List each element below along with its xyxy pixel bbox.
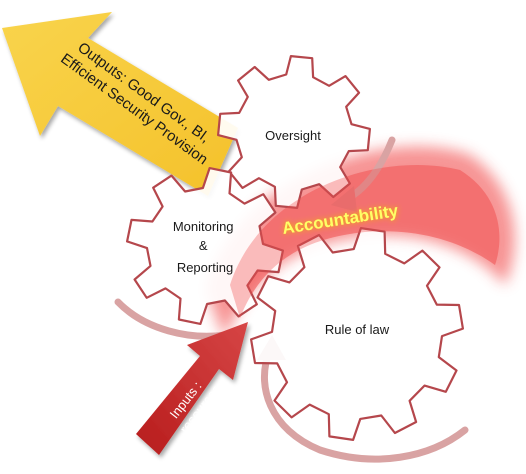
accountability-wash <box>230 164 500 318</box>
monitoring-label-line3: Reporting <box>177 260 233 275</box>
rule-of-law-gear <box>250 227 464 441</box>
outputs-arrow <box>2 12 238 196</box>
monitoring-reporting-gear-outline <box>126 167 284 325</box>
oversight-gear <box>217 55 371 209</box>
curved-arrow-head-top <box>331 186 357 212</box>
oversight-label: Oversight <box>265 128 321 143</box>
monitoring-label-line2: & <box>199 238 208 253</box>
inputs-arrow <box>136 322 248 455</box>
oversight-gear-outline <box>217 55 371 209</box>
curved-arrow-bottom-left <box>114 298 229 340</box>
rule-of-law-gear-outline <box>250 227 464 441</box>
monitoring-reporting-label: Monitoring & Reporting <box>173 219 237 275</box>
monitoring-reporting-gear <box>126 167 284 325</box>
monitoring-label-line1: Monitoring <box>173 219 234 234</box>
curved-arrow-bottom <box>260 346 469 463</box>
rule-of-law-label: Rule of law <box>325 322 390 337</box>
